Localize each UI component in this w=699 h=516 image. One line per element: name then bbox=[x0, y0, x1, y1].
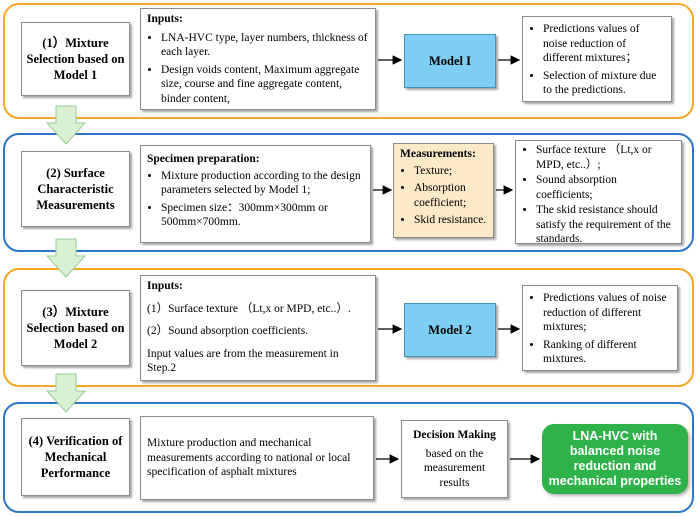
measurement-item: Skid resistance. bbox=[414, 213, 487, 228]
stage3-output-item: Predictions values of noise reduction of… bbox=[543, 291, 671, 335]
stage1-inputs-box: Inputs: LNA-HVC type, layer numbers, thi… bbox=[140, 8, 376, 110]
stage4-desc-box: Mixture production and mechanical measur… bbox=[140, 416, 374, 500]
stage3-outputs-list: Predictions values of noise reduction of… bbox=[529, 291, 671, 367]
stage3-inputs-box: Inputs: (1）Surface texture （Lt,x or MPD,… bbox=[140, 275, 376, 381]
stage2-output-item: Sound absorption coefficients; bbox=[536, 173, 675, 202]
stage2-prep-list: Mixture production according to the desi… bbox=[147, 169, 364, 230]
stage3-note: Input values are from the measurement in… bbox=[147, 347, 339, 375]
down-arrow-2 bbox=[46, 238, 86, 278]
stage2-step-label: (2) Surface Characteristic Measurements bbox=[21, 151, 130, 227]
decision-title: Decision Making bbox=[413, 429, 496, 441]
stage1-inputs-title: Inputs: bbox=[147, 13, 183, 25]
stage3-inputs-title: Inputs: bbox=[147, 280, 183, 292]
stage2-outputs-box: Surface texture （Lt,x or MPD, etc..）; So… bbox=[515, 140, 682, 247]
stage2-prep-item: Specimen size：300mm×300mm or 500mm×700mm… bbox=[161, 201, 364, 230]
stage1-input-item: Design voids content, Maximum aggregate … bbox=[161, 63, 369, 107]
stage2-prep-box: Specimen preparation: Mixture production… bbox=[140, 145, 371, 243]
model-1-box: Model I bbox=[404, 34, 496, 88]
stage1-inputs-list: LNA-HVC type, layer numbers, thickness o… bbox=[147, 31, 369, 107]
stage3-input-item: (2）Sound absorption coefficients. bbox=[147, 325, 309, 337]
measurements-title: Measurements: bbox=[400, 148, 476, 160]
measurements-list: Texture; Absorption coefficient; Skid re… bbox=[400, 164, 487, 228]
down-arrow-1 bbox=[46, 105, 86, 145]
stage3-input-item: (1）Surface texture （Lt,x or MPD, etc..）. bbox=[147, 302, 351, 315]
stage2-output-item: The skid resistance should satisfy the r… bbox=[536, 203, 675, 247]
final-result-box: LNA-HVC with balanced noise reduction an… bbox=[542, 424, 688, 494]
stage1-outputs-box: Predictions values of noise reduction of… bbox=[522, 16, 672, 102]
stage2-output-item: Surface texture （Lt,x or MPD, etc..）; bbox=[536, 143, 675, 172]
stage1-input-item: LNA-HVC type, layer numbers, thickness o… bbox=[161, 31, 369, 60]
decision-text: based on the measurement results bbox=[423, 447, 486, 489]
stage1-outputs-list: Predictions values of noise reduction of… bbox=[529, 22, 665, 98]
down-arrow-3 bbox=[46, 373, 86, 413]
model-2-box: Model 2 bbox=[404, 303, 496, 357]
stage1-output-item: Predictions values of noise reduction of… bbox=[543, 22, 665, 66]
stage2-prep-item: Mixture production according to the desi… bbox=[161, 169, 364, 198]
stage3-step-label: (3）Mixture Selection based on Model 2 bbox=[21, 290, 130, 366]
stage1-step-label: (1）Mixture Selection based on Model 1 bbox=[21, 22, 130, 96]
measurements-box: Measurements: Texture; Absorption coeffi… bbox=[393, 143, 494, 238]
stage4-desc: Mixture production and mechanical measur… bbox=[147, 437, 351, 479]
decision-box: Decision Making based on the measurement… bbox=[401, 420, 508, 498]
stage2-prep-title: Specimen preparation: bbox=[147, 153, 260, 165]
stage3-outputs-box: Predictions values of noise reduction of… bbox=[522, 285, 678, 371]
stage2-outputs-list: Surface texture （Lt,x or MPD, etc..）; So… bbox=[522, 143, 675, 247]
stage3-output-item: Ranking of different mixtures. bbox=[543, 338, 671, 367]
stage1-output-item: Selection of mixture due to the predicti… bbox=[543, 69, 665, 98]
measurement-item: Texture; bbox=[414, 164, 487, 179]
measurement-item: Absorption coefficient; bbox=[414, 181, 487, 210]
stage4-step-label: (4) Verification of Mechanical Performan… bbox=[21, 418, 130, 496]
